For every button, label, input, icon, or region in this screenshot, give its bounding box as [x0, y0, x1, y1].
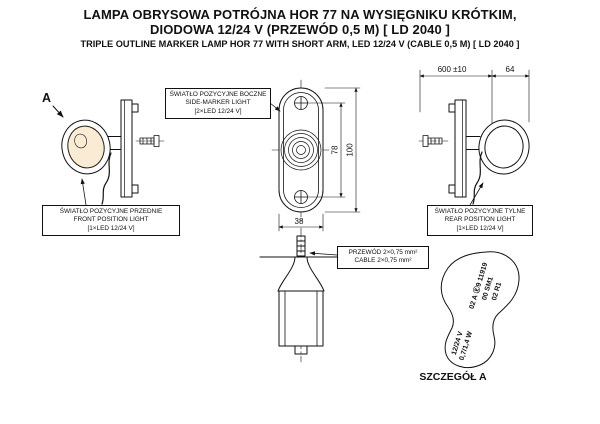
- front-callout-leader-arrow: [80, 178, 87, 206]
- callout-cable-spec: PRZEWÓD 2×0,75 mm² CABLE 2×0,75 mm²: [337, 246, 429, 269]
- a-view-leader-arrow: [52, 105, 64, 118]
- cable-gland-stem: [296, 235, 306, 257]
- left-head-amber-lens: [67, 126, 105, 168]
- callout-front-line2: FRONT POSITION LIGHT: [73, 216, 149, 224]
- left-lamp-head: [61, 119, 111, 175]
- view-a-marker: A: [42, 91, 52, 105]
- front-view: [264, 79, 361, 232]
- left-mounting-plate: [120, 99, 133, 198]
- detail-a-caption: SZCZEGÓŁ A: [419, 371, 487, 383]
- bracket-body: [278, 290, 324, 347]
- right-side-view: [418, 69, 530, 206]
- right-plate-tabs: [448, 103, 456, 194]
- callout-rear-line2: REAR POSITION LIGHT: [444, 216, 516, 224]
- left-screw-thread: [139, 137, 155, 145]
- callout-rear-line3: [1×LED 12/24 V]: [456, 224, 504, 232]
- dim-body-width-text: 38: [295, 217, 304, 226]
- lens-ring-4: [292, 141, 310, 159]
- dim-arm-length-text: 64: [506, 65, 515, 74]
- callout-cable-line1: PRZEWÓD 2×0,75 mm²: [348, 249, 418, 256]
- lens-ring-5: [296, 145, 306, 155]
- right-cable: [472, 151, 483, 205]
- bracket-bottom-notch: [294, 345, 308, 355]
- callout-front-line1: ŚWIATŁO POZYCYJNE PRZEDNIE: [59, 208, 163, 215]
- left-head-outline: [61, 119, 111, 175]
- front-bottom-screw-cross: [294, 190, 308, 204]
- right-lamp-head: [478, 119, 530, 175]
- right-head-outline: [478, 119, 530, 175]
- front-body-outline: [278, 87, 324, 213]
- dim-100-extension-lines: [324, 87, 361, 213]
- lens-ring-3: [288, 137, 314, 163]
- dim-78-extension-lines: [307, 102, 346, 198]
- bottom-view: [259, 227, 343, 363]
- title-en-line: TRIPLE OUTLINE MARKER LAMP HOR 77 WITH S…: [80, 38, 520, 49]
- right-head-lens-ring: [484, 125, 524, 169]
- left-head-inner-detail: [74, 133, 87, 149]
- callout-cable-line2: CABLE 2×0,75 mm²: [354, 257, 412, 265]
- title-pl-line2: DIODOWA 12/24 V (PRZEWÓD 0,5 M) [ LD 204…: [150, 22, 450, 38]
- right-screw-thread: [427, 137, 443, 145]
- lens-ring-2: [284, 133, 318, 167]
- callout-front-position-light: ŚWIATŁO POZYCYJNE PRZEDNIE FRONT POSITIO…: [42, 205, 180, 236]
- left-cable: [101, 152, 112, 205]
- callout-side-marker-light: ŚWIATŁO POZYCYJNE BOCZNE SIDE-MARKER LIG…: [165, 88, 271, 119]
- callout-side-line1: ŚWIATŁO POZYCYJNE BOCZNE: [169, 91, 267, 98]
- cable-callout-leader-arrow: [309, 251, 338, 256]
- front-body-inner-outline: [283, 92, 319, 208]
- dim-hole-spacing-text: 78: [331, 145, 340, 154]
- callout-front-line3: [1×LED 12/24 V]: [87, 224, 135, 232]
- detail-a-view: [440, 251, 520, 368]
- front-lens-rings: [280, 129, 322, 171]
- left-side-view: [52, 99, 165, 206]
- front-bottom-screw-hole: [294, 190, 308, 204]
- callout-rear-line1: ŚWIATŁO POZYCYJNE TYLNE: [434, 208, 526, 215]
- front-top-screw-cross: [294, 96, 308, 110]
- top-dimension-lines: [419, 69, 530, 134]
- right-mounting-plate: [454, 99, 467, 198]
- right-screw-head: [422, 135, 429, 147]
- left-head-lens-ring: [67, 125, 105, 169]
- left-screw-head: [153, 135, 160, 147]
- callout-rear-position-light: ŚWIATŁO POZYCYJNE TYLNE REAR POSITION LI…: [427, 205, 533, 236]
- front-top-screw-hole: [294, 96, 308, 110]
- left-plate-tabs: [131, 103, 139, 194]
- dim-overall-length-text: 600 ±10: [438, 65, 467, 74]
- title-block: LAMPA OBRYSOWA POTRÓJNA HOR 77 NA WYSIĘG…: [0, 7, 600, 50]
- bracket-body-side-walls: [284, 290, 318, 347]
- lens-ring-1: [280, 129, 322, 171]
- callout-side-line3: [2×LED 12/24 V]: [194, 107, 242, 115]
- front-dimension-lines: [278, 87, 361, 232]
- arm-base-flare: [277, 256, 325, 292]
- right-fixing-screw: [418, 135, 451, 147]
- detail-lens-outline: [440, 251, 520, 368]
- dim-body-height-text: 100: [346, 143, 355, 157]
- rear-callout-leader-arrow: [469, 182, 484, 206]
- title-pl-line1: LAMPA OBRYSOWA POTRÓJNA HOR 77 NA WYSIĘG…: [83, 7, 517, 22]
- left-fixing-screw: [135, 135, 165, 147]
- callout-side-line2: SIDE-MARKER LIGHT: [185, 99, 251, 107]
- right-arm: [465, 136, 481, 150]
